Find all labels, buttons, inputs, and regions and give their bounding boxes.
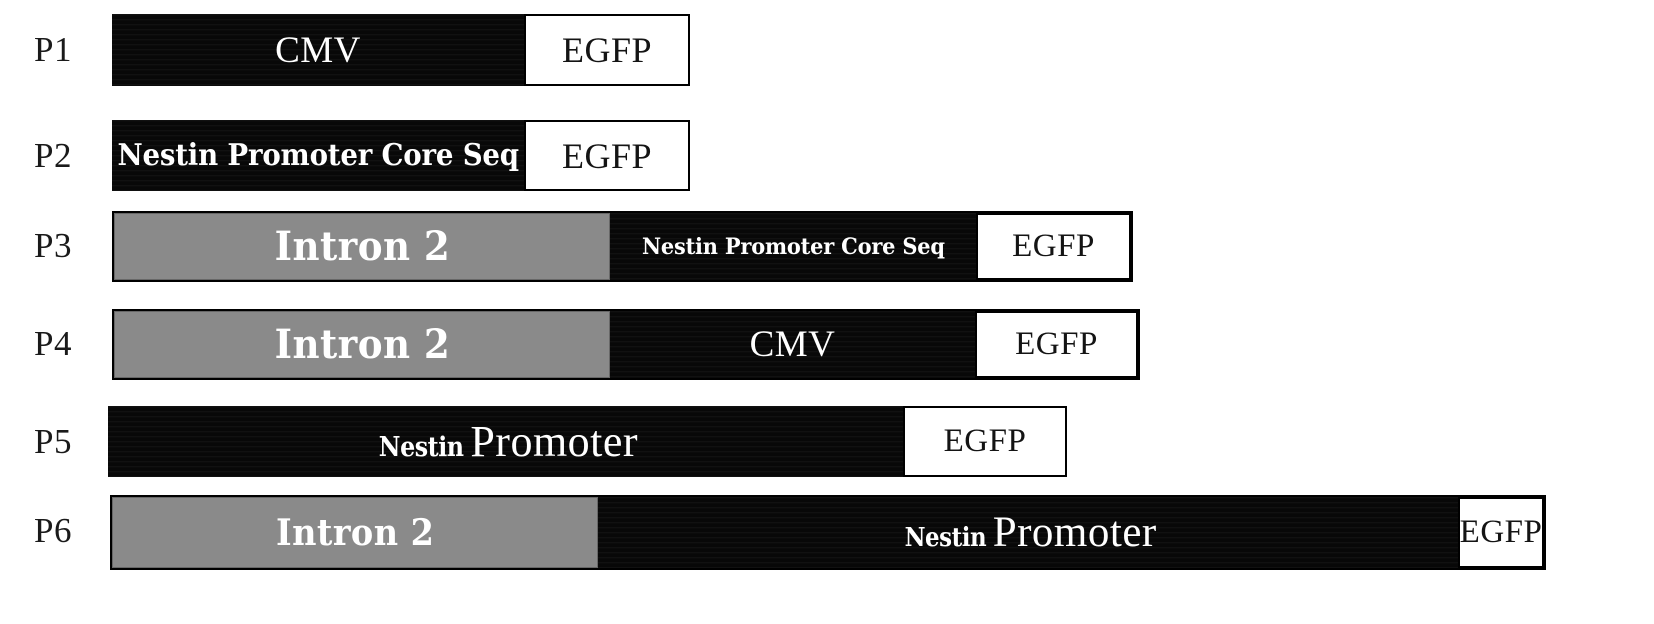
segment-label-p6-nestin-promoter: Nestin Promoter	[899, 508, 1157, 557]
segment-label-p3-intron2: Intron 2	[274, 223, 450, 270]
construct-row-p5: Nestin Promoter EGFP	[108, 406, 1067, 477]
segment-p6-nestin-promoter: Nestin Promoter	[597, 497, 1459, 568]
construct-row-p2: Nestin Promoter Core Seq EGFP	[112, 120, 690, 191]
construct-label-p5: P5	[34, 422, 72, 461]
segment-p4-intron2: Intron 2	[114, 311, 610, 378]
segment-p5-nestin-promoter: Nestin Promoter	[108, 406, 903, 477]
segment-label-p1-egfp: EGFP	[561, 30, 653, 70]
segment-p1-cmv: CMV	[112, 14, 524, 86]
segment-label-p6-intron2: Intron 2	[275, 511, 435, 554]
segment-label-p3-egfp: EGFP	[1012, 228, 1095, 264]
segment-p3-intron2: Intron 2	[114, 213, 610, 280]
construct-label-p4: P4	[34, 324, 72, 363]
segment-label-p4-cmv: CMV	[749, 324, 836, 365]
construct-label-p2: P2	[34, 136, 72, 175]
segment-p4-cmv: CMV	[610, 311, 975, 378]
construct-label-p1: P1	[34, 30, 72, 69]
segment-label-p5-egfp: EGFP	[943, 423, 1027, 459]
segment-label-p3-nestin-core: Nestin Promoter Core Seq	[641, 233, 945, 260]
segment-label-p1-cmv: CMV	[275, 29, 361, 71]
segment-p3-egfp: EGFP	[976, 213, 1131, 280]
segment-label-p5-nestin-promoter: Nestin Promoter	[373, 416, 638, 467]
segment-p6-egfp: EGFP	[1458, 497, 1544, 568]
segment-p5-egfp: EGFP	[903, 406, 1067, 477]
segment-label-p6-nestin: Nestin	[904, 523, 987, 553]
segment-p4-egfp: EGFP	[975, 311, 1138, 378]
construct-row-p1: CMV EGFP	[112, 14, 690, 86]
segment-label-p2-nestin-core: Nestin Promoter Core Seq	[117, 138, 519, 173]
segment-label-p5-nestin: Nestin	[378, 432, 464, 463]
construct-label-p6: P6	[34, 511, 72, 550]
segment-label-p4-egfp: EGFP	[1015, 326, 1098, 362]
segment-label-p6-egfp: EGFP	[1459, 514, 1543, 550]
construct-label-p3: P3	[34, 226, 72, 265]
construct-row-p3: Intron 2 Nestin Promoter Core Seq EGFP	[112, 211, 1133, 282]
segment-p2-nestin-core: Nestin Promoter Core Seq	[112, 120, 524, 191]
segment-p1-egfp: EGFP	[524, 14, 690, 86]
segment-label-p6-promoter: Promoter	[992, 509, 1157, 556]
segment-label-p4-intron2: Intron 2	[274, 321, 450, 368]
segment-p6-intron2: Intron 2	[112, 497, 598, 568]
segment-label-p2-egfp: EGFP	[561, 135, 653, 176]
segment-label-p5-promoter: Promoter	[470, 417, 639, 466]
construct-row-p4: Intron 2 CMV EGFP	[112, 309, 1140, 380]
segment-p3-nestin-core: Nestin Promoter Core Seq	[610, 213, 976, 280]
construct-row-p6: Intron 2 Nestin Promoter EGFP	[110, 495, 1546, 570]
segment-p2-egfp: EGFP	[524, 120, 690, 191]
